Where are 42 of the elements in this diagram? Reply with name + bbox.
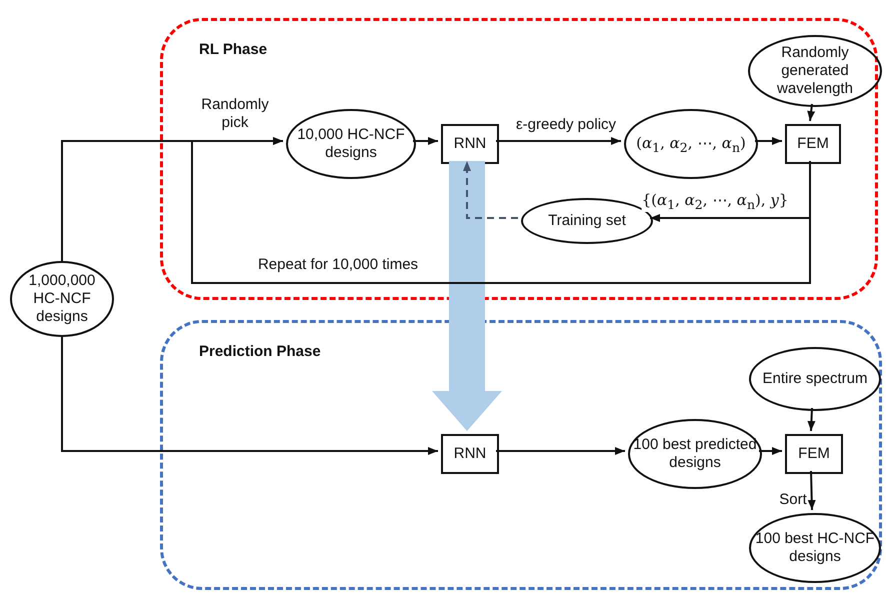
node-label: Training set [548,212,626,230]
arrow [61,337,438,455]
node-label: 10,000 HC-NCF designs [296,126,406,162]
ellipse-node [749,347,881,411]
node-label: RNN [454,135,486,153]
transfer-arrow [432,161,502,431]
dashed-arrow [463,161,518,219]
process-box [785,434,843,474]
phase-region [160,320,882,590]
ellipse-node [628,419,762,489]
node-label: Entire spectrum [762,370,868,388]
node-label: RNN [454,445,486,463]
arrow [807,408,816,432]
node-label: FEM [797,135,829,153]
node-label: 1,000,000 HC-NCF designs [28,272,96,326]
node-label: 100 best HC-NCF designs [754,530,876,566]
edge-label: {(α$_{1}$, α$_{2}$, ⋯, α$_{n}$), y} [642,191,788,212]
node-label: Randomly generated wavelength [776,44,854,98]
ellipse-node [10,261,114,337]
ellipse-node [749,513,881,583]
arrow [191,137,811,284]
arrow [808,470,816,510]
arrow [650,161,811,222]
arrow [759,447,782,455]
process-box [785,124,841,164]
arrow [496,137,621,145]
node-label: FEM [798,445,830,463]
arrow [413,137,438,145]
region-title: RL Phase [199,41,268,58]
node-label: (α$_{1}$, α$_{2}$, ⋯, α$_{n}$) [636,134,746,154]
node-label: 100 best predicted designs [633,436,757,472]
process-box [441,124,499,164]
arrow [496,447,625,455]
edge-label: ε-greedy policy [516,116,616,134]
arrow [755,137,782,145]
region-title: Prediction Phase [199,343,321,360]
edge-label: Repeat for 10,000 times [258,256,418,274]
ellipse-node [286,109,416,179]
process-box [441,434,499,474]
ellipse-node [624,109,758,179]
ellipse-node [748,35,882,107]
arrow [807,104,816,122]
